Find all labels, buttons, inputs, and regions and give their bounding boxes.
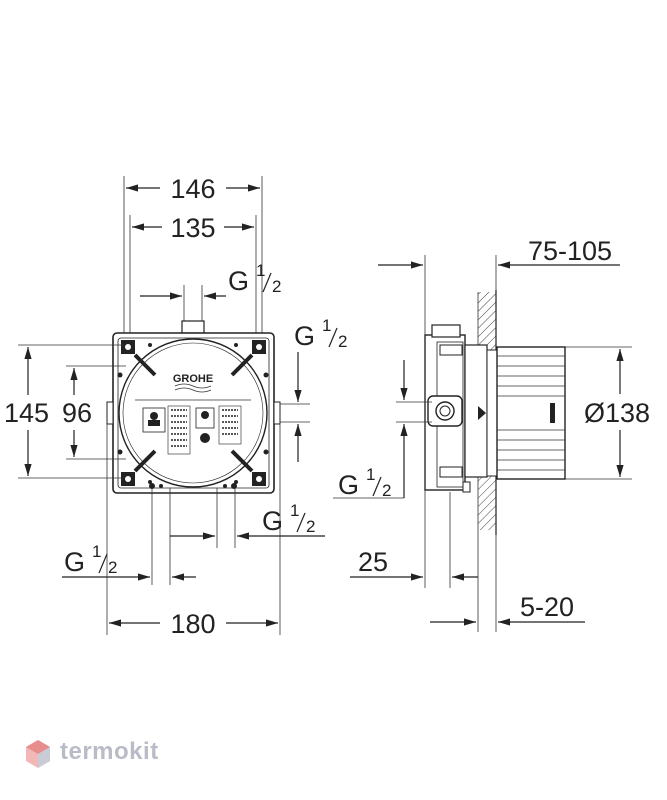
thread-den-bottom-left: 2 (108, 558, 117, 577)
dim-75-105: 75-105 (378, 236, 620, 588)
dim-label-diameter: Ø138 (584, 398, 650, 428)
dim-25: 25 (350, 492, 478, 588)
dim-label-96: 96 (62, 398, 92, 428)
dim-bottom-left-thread: G 1 2 (62, 488, 196, 585)
dim-bottom-right-thread: G 1 2 (170, 488, 325, 548)
dim-5-20: 5-20 (430, 530, 585, 632)
thread-label-bottom-right: G (262, 506, 283, 536)
side-outlet-left (106, 401, 114, 425)
dim-label-25: 25 (358, 547, 388, 577)
dim-label-146: 146 (170, 174, 215, 204)
dim-side-thread: G 1 2 (333, 360, 432, 500)
watermark-logo-icon (26, 740, 50, 768)
info-label-panel (135, 399, 251, 455)
logo-wave-1 (174, 383, 212, 389)
dim-96: 96 (62, 365, 126, 460)
dim-diameter-138: Ø138 (565, 346, 650, 480)
thread-num-right: 1 (322, 316, 331, 335)
grohe-logo: GROHE (173, 373, 213, 385)
thread-num-side: 1 (366, 465, 375, 484)
inlet-marker-left (149, 483, 155, 489)
mixer-housing-front: GROHE (112, 332, 275, 494)
thread-num-bottom-right: 1 (290, 501, 299, 520)
thread-label-bottom-left: G (64, 547, 85, 577)
dim-135: 135 (129, 213, 257, 345)
dim-label-180: 180 (170, 609, 215, 639)
dim-right-thread: G 1 2 (280, 316, 347, 462)
dim-label-145: 145 (4, 398, 49, 428)
dim-label-5-20: 5-20 (520, 592, 574, 622)
mounting-lugs (117, 340, 269, 486)
cylinder-ribs (478, 355, 565, 471)
dim-label-75-105: 75-105 (528, 236, 612, 266)
dim-label-135: 135 (170, 213, 215, 243)
thread-den-top: 2 (272, 277, 281, 296)
dim-145: 145 (4, 344, 124, 479)
thread-den-bottom-right: 2 (306, 517, 315, 536)
thread-den-side: 2 (382, 481, 391, 500)
thread-num-bottom-left: 1 (92, 542, 101, 561)
side-outlet-pipe (273, 401, 281, 425)
thread-label-top: G (228, 266, 249, 296)
dim-top-thread: G 1 2 (140, 261, 281, 322)
dim-180: 180 (106, 424, 281, 639)
top-outlet-pipe (181, 320, 205, 334)
side-view: 75-105 Ø138 G 1 2 25 (333, 236, 650, 632)
thread-label-right: G (294, 321, 315, 351)
watermark-text: termokit (60, 738, 159, 765)
mixer-housing-side (424, 324, 566, 493)
thread-label-side: G (338, 470, 359, 500)
dim-146: 146 (123, 174, 263, 345)
logo-wave-2 (174, 387, 212, 393)
thread-den-right: 2 (338, 332, 347, 351)
inlet-marker-right (231, 483, 237, 489)
front-view: 146 135 G 1 2 (4, 174, 347, 639)
thread-num-top: 1 (256, 261, 265, 280)
